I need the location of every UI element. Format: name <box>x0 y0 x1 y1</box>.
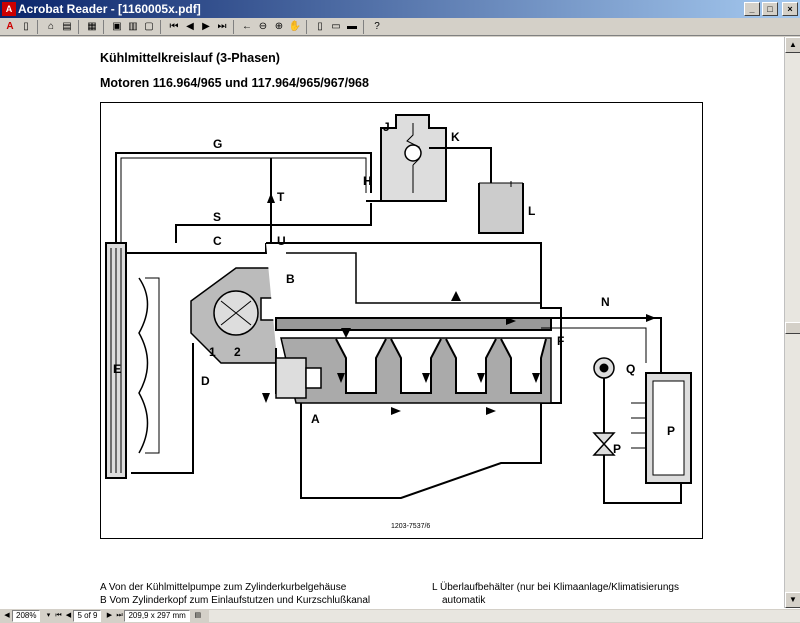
title-bar: A Acrobat Reader - [1160005x.pdf] _ □ × <box>0 0 800 18</box>
acrobat-menu-icon[interactable]: A <box>6 20 14 32</box>
help-icon[interactable]: ? <box>374 20 380 32</box>
legend-item-l-cont: automatik <box>442 595 486 606</box>
page-subtitle: Motoren 116.964/965 und 117.964/965/967/… <box>100 76 369 90</box>
label-u: U <box>277 234 286 248</box>
close-button[interactable]: × <box>782 2 798 16</box>
label-b: B <box>286 272 295 286</box>
label-l: L <box>528 204 535 218</box>
label-q: P <box>613 442 621 456</box>
status-bar: ◀ 208% ▾ ⏮ ◀ 5 of 9 ▶ ⏭ 209,9 x 297 mm ▤ <box>0 608 800 623</box>
diagram-svg: J K G T H L S C U B E 1 2 D A N F <box>105 114 692 530</box>
status-prev-icon[interactable]: ◀ <box>4 612 10 619</box>
zoom-in-icon[interactable]: ⊕ <box>274 20 284 32</box>
vertical-scrollbar[interactable]: ▲ ▼ <box>784 37 800 608</box>
label-s: S <box>213 210 221 224</box>
status-first-icon[interactable]: ⏮ <box>55 612 62 619</box>
doc-icon[interactable]: ▯ <box>23 20 29 32</box>
page-number-field[interactable]: 5 of 9 <box>73 610 102 622</box>
previous-page-icon[interactable]: ◀ <box>186 20 194 32</box>
acrobat-icon: A <box>2 2 16 16</box>
bookmarks-icon[interactable]: ▦ <box>87 20 97 32</box>
hand-tool-icon[interactable]: ✋ <box>288 20 302 32</box>
next-page-icon[interactable]: ▶ <box>202 20 210 32</box>
page-size-field: 209,9 x 297 mm <box>124 610 190 622</box>
label-1: 1 <box>209 345 216 359</box>
zoom-menu-icon[interactable]: ▾ <box>46 612 51 619</box>
thumbnails-icon[interactable]: ▥ <box>128 20 138 32</box>
label-h: H <box>363 174 372 188</box>
status-back-icon[interactable]: ◀ <box>65 612 72 619</box>
scroll-thumb[interactable] <box>785 322 800 334</box>
label-f: E <box>113 362 121 376</box>
label-n: N <box>601 295 610 309</box>
label-k: K <box>451 130 460 144</box>
label-a: A <box>311 412 320 426</box>
minimize-button[interactable]: _ <box>744 2 760 16</box>
zoom-out-icon[interactable]: ⊖ <box>258 20 268 32</box>
legend-item-l: L Überlaufbehälter (nur bei Klimaanlage/… <box>432 582 679 593</box>
legend-item-a: A Von der Kühlmittelpumpe zum Zylinderku… <box>100 582 347 593</box>
status-forward-icon[interactable]: ▶ <box>106 612 113 619</box>
horizontal-scrollbar[interactable] <box>208 610 800 622</box>
label-c: C <box>213 234 222 248</box>
document-viewport[interactable]: Kühlmittelkreislauf (3-Phasen) Motoren 1… <box>0 37 784 608</box>
label-t: T <box>277 190 285 204</box>
maximize-button[interactable]: □ <box>762 2 778 16</box>
zoom-field[interactable]: 208% <box>12 610 41 622</box>
print-icon[interactable]: ▤ <box>62 20 72 32</box>
scroll-up-button[interactable]: ▲ <box>785 37 800 53</box>
label-g: G <box>213 137 222 151</box>
save-icon[interactable]: ▣ <box>112 20 122 32</box>
label-2: 2 <box>234 345 241 359</box>
scroll-down-button[interactable]: ▼ <box>785 592 800 608</box>
label-r: Q <box>626 362 635 376</box>
coolant-circuit-diagram: J K G T H L S C U B E 1 2 D A N F <box>100 102 703 539</box>
figure-code: 1203-7537/6 <box>391 523 430 530</box>
first-page-icon[interactable]: ⏮ <box>169 20 179 32</box>
fit-page-icon[interactable]: ▭ <box>331 20 341 32</box>
window-title: Acrobat Reader - [1160005x.pdf] <box>18 2 201 16</box>
back-icon[interactable]: ← <box>242 20 252 32</box>
legend-right: L Überlaufbehälter (nur bei Klimaanlage/… <box>432 581 732 607</box>
status-last-icon[interactable]: ⏭ <box>116 612 123 619</box>
label-p: P <box>667 424 675 438</box>
open-icon[interactable]: ⌂ <box>47 20 55 32</box>
legend-left: A Von der Kühlmittelpumpe zum Zylinderku… <box>100 581 400 607</box>
fit-width-icon[interactable]: ▬ <box>347 20 357 32</box>
label-e: F <box>557 334 564 348</box>
toolbar: A ▯ ⌂ ▤ ▦ ▣ ▥ ▢ ⏮ ◀ ▶ ⏭ ← ⊖ ⊕ ✋ ▯ ▭ ▬ ? <box>0 18 800 36</box>
last-page-icon[interactable]: ⏭ <box>217 20 227 32</box>
label-d: D <box>201 374 210 388</box>
status-options-icon[interactable]: ▤ <box>194 612 202 619</box>
page-title: Kühlmittelkreislauf (3-Phasen) <box>100 51 280 65</box>
fullscreen-icon[interactable]: ▢ <box>144 20 154 32</box>
actual-size-icon[interactable]: ▯ <box>317 20 323 32</box>
label-j: J <box>383 120 390 134</box>
legend-item-b: B Vom Zylinderkopf zum Einlaufstutzen un… <box>100 595 371 606</box>
